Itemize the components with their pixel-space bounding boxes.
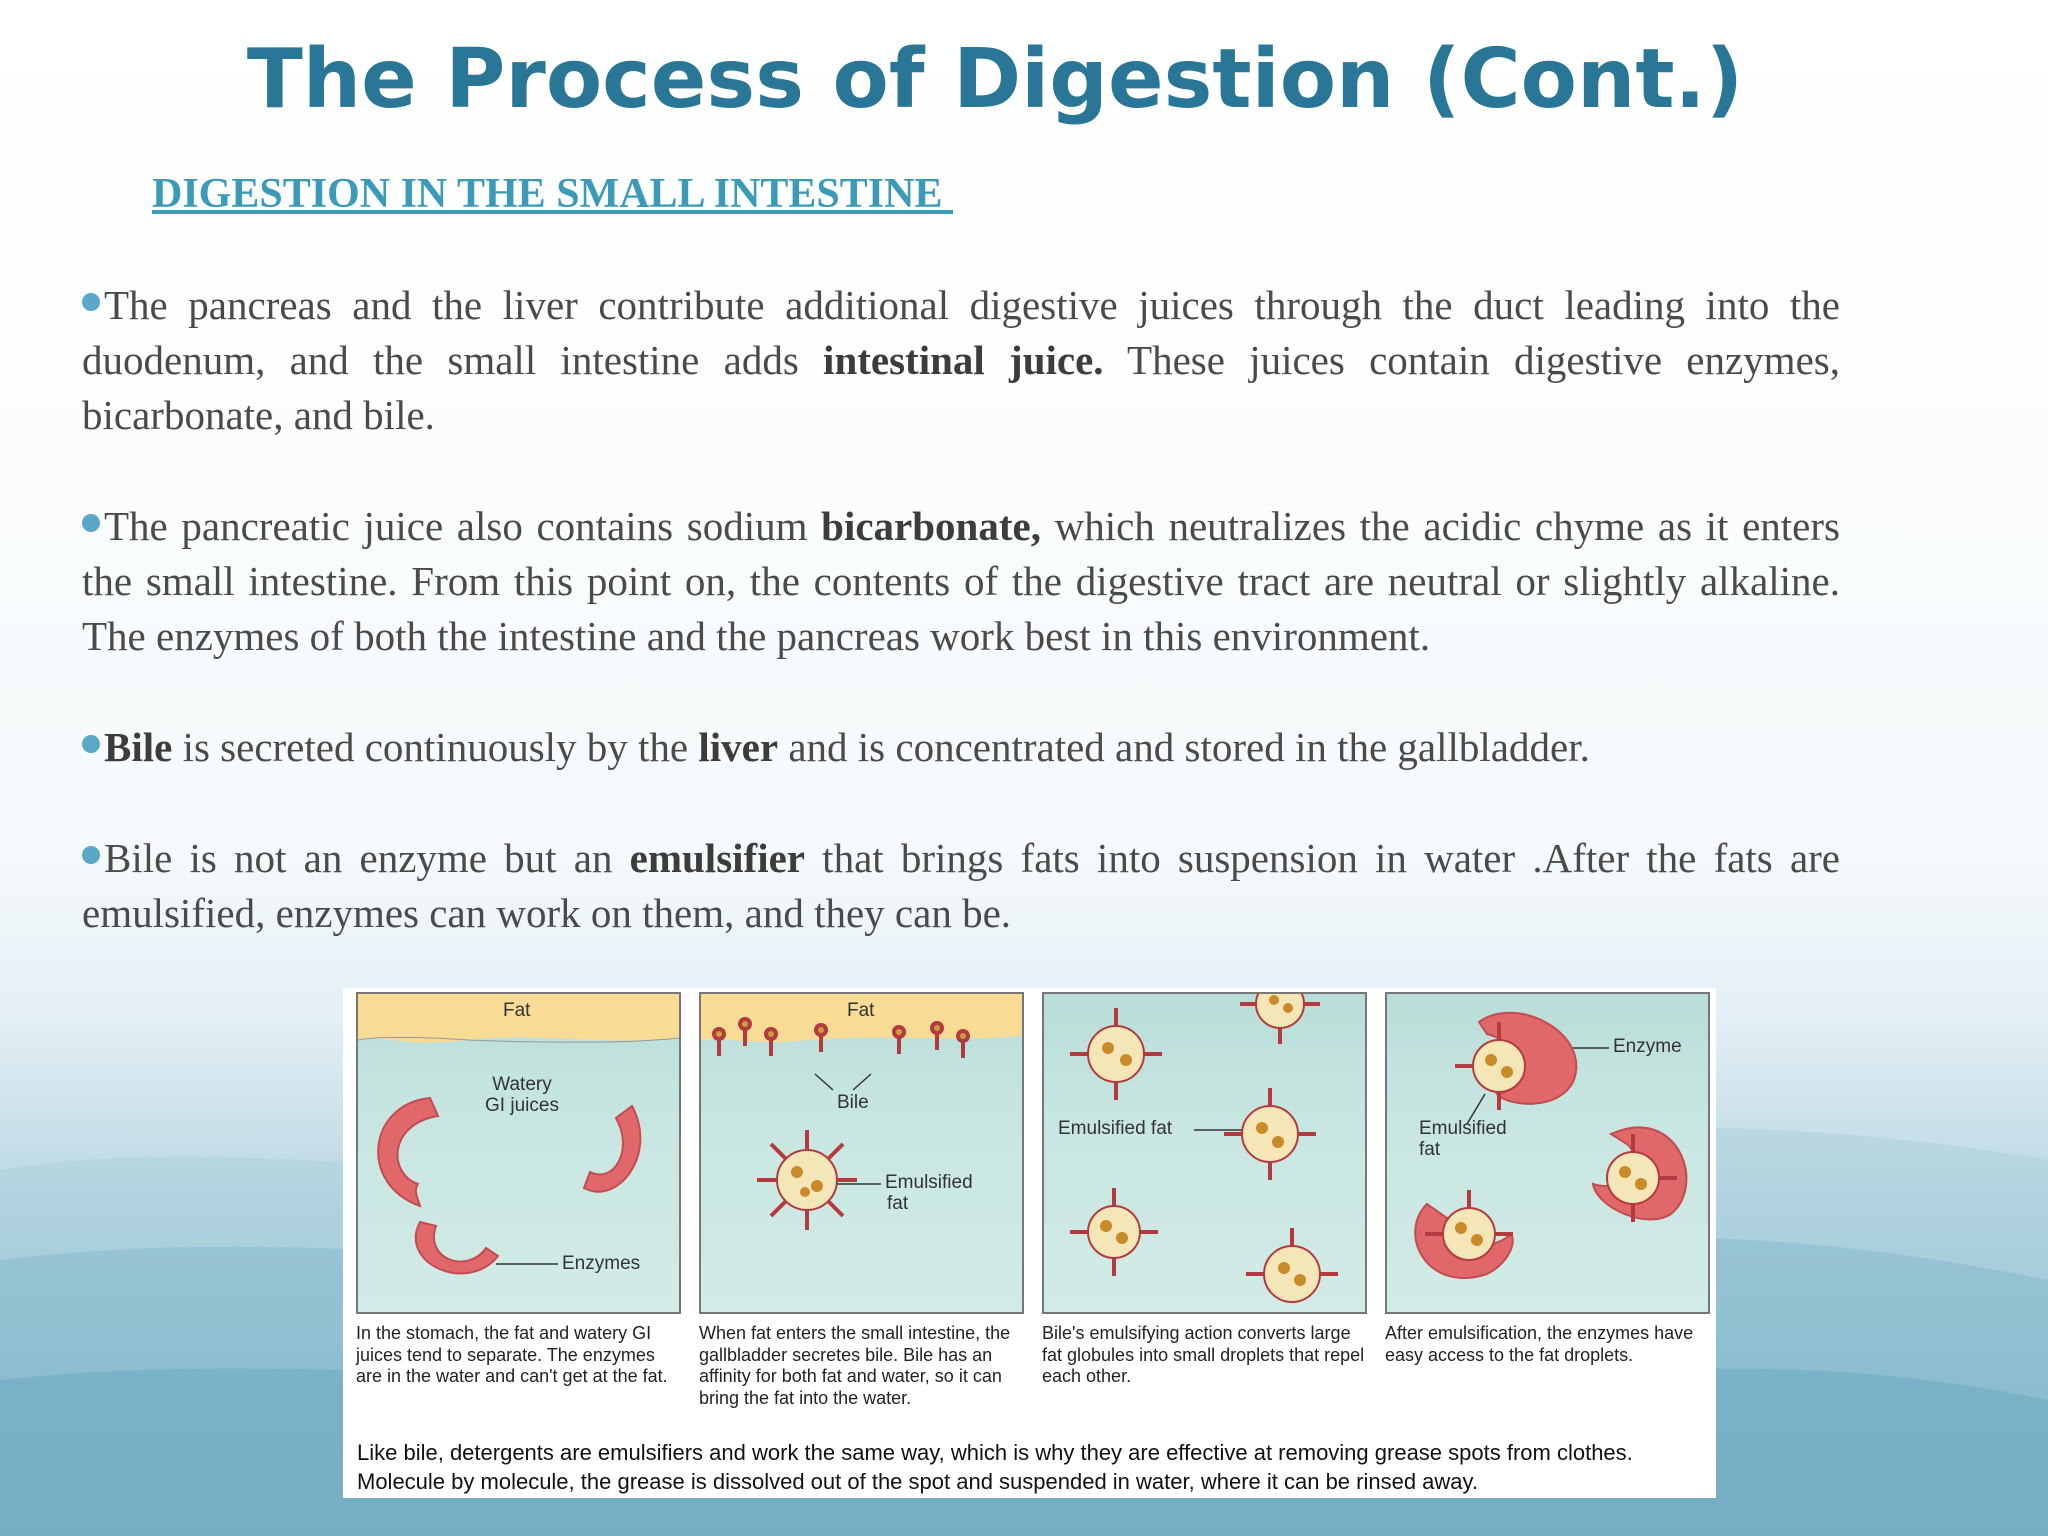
paragraph-bicarbonate: The pancreatic juice also contains sodiu… bbox=[82, 499, 1840, 664]
para3-bold-bile: Bile bbox=[104, 724, 173, 770]
para1-text: The pancreas and the liver contribute ad… bbox=[82, 282, 1840, 383]
section-subtitle: DIGESTION IN THE SMALL INTESTINE bbox=[152, 171, 953, 217]
juices-label-line1: Watery bbox=[492, 1074, 552, 1095]
panel-bile-illustration bbox=[701, 994, 1022, 1230]
emulsified-label-line2: fat bbox=[887, 1193, 909, 1214]
panel-enzymes-illustration bbox=[1414, 1011, 1688, 1279]
emulsified-fat-label: Emulsified fat bbox=[1058, 1118, 1173, 1139]
paragraph-emulsifier: Bile is not an enzyme but an emulsifier … bbox=[82, 831, 1840, 941]
caption-bile-secretion: When fat enters the small intestine, the… bbox=[699, 1323, 1011, 1408]
enzymes-label: Enzymes bbox=[562, 1253, 641, 1274]
body-text: The pancreas and the liver contribute ad… bbox=[82, 278, 1840, 997]
para1-bold: intestinal juice. bbox=[823, 337, 1104, 383]
emulsified-fat-label: Emulsified fat bbox=[1419, 1118, 1507, 1160]
caption-stomach: In the stomach, the fat and watery GI ju… bbox=[356, 1323, 668, 1386]
panel-droplets-illustration bbox=[1070, 994, 1338, 1303]
fat-label: Fat bbox=[847, 1000, 875, 1021]
para4-text-end: that brings fats into suspension in wate… bbox=[82, 835, 1840, 936]
panel-enzyme-access: Enzyme Emulsified fat bbox=[1385, 992, 1710, 1314]
para2-bold: bicarbonate, bbox=[821, 503, 1041, 549]
paragraph-bile: Bile is secreted continuously by the liv… bbox=[82, 720, 1840, 775]
para2-text-end: which neutralizes the acidic chyme as it… bbox=[82, 503, 1840, 659]
bullet-icon bbox=[82, 514, 100, 532]
panel-stomach-illustration bbox=[358, 994, 679, 1275]
para1-text-end: These juices contain digestive enzymes, … bbox=[82, 337, 1840, 438]
panel-emulsifying-action: Emulsified fat bbox=[1042, 992, 1367, 1314]
para4-text: Bile is not an enzyme but an bbox=[104, 835, 630, 881]
slide-title: The Process of Digestion (Cont.) bbox=[246, 32, 1744, 127]
para3-text: is secreted continuously by the bbox=[172, 724, 699, 770]
emulsified-label-line2: fat bbox=[1419, 1139, 1441, 1160]
paragraph-pancreas-liver: The pancreas and the liver contribute ad… bbox=[82, 278, 1840, 443]
bullet-icon bbox=[82, 846, 100, 864]
emulsification-figure: Fat Watery GI juices Enzymes bbox=[343, 988, 1716, 1498]
emulsified-fat-label: Emulsified fat bbox=[885, 1172, 973, 1214]
figure-footer-caption: Like bile, detergents are emulsifiers an… bbox=[357, 1440, 1633, 1494]
panel-bile-secretion: Fat Bile Emulsified fat bbox=[699, 992, 1024, 1314]
juices-label: Watery GI juices bbox=[482, 1074, 562, 1116]
para3-text-end: and is concentrated and stored in the ga… bbox=[778, 724, 1590, 770]
bile-label: Bile bbox=[837, 1092, 869, 1113]
para4-bold: emulsifier bbox=[629, 835, 805, 881]
panel-stomach: Fat Watery GI juices Enzymes bbox=[356, 992, 681, 1314]
bullet-icon bbox=[82, 735, 100, 753]
emulsified-label-line1: Emulsified bbox=[885, 1172, 973, 1193]
para3-bold-liver: liver bbox=[698, 724, 779, 770]
emulsified-label-line1: Emulsified bbox=[1419, 1118, 1507, 1139]
bullet-icon bbox=[82, 293, 100, 311]
enzyme-label: Enzyme bbox=[1613, 1036, 1682, 1057]
para2-text: The pancreatic juice also contains sodiu… bbox=[104, 503, 822, 549]
caption-enzyme-access: After emulsification, the enzymes have e… bbox=[1385, 1323, 1694, 1365]
juices-label-line2: GI juices bbox=[485, 1095, 559, 1116]
fat-label: Fat bbox=[503, 1000, 531, 1021]
caption-emulsifying-action: Bile's emulsifying action converts large… bbox=[1042, 1323, 1365, 1386]
